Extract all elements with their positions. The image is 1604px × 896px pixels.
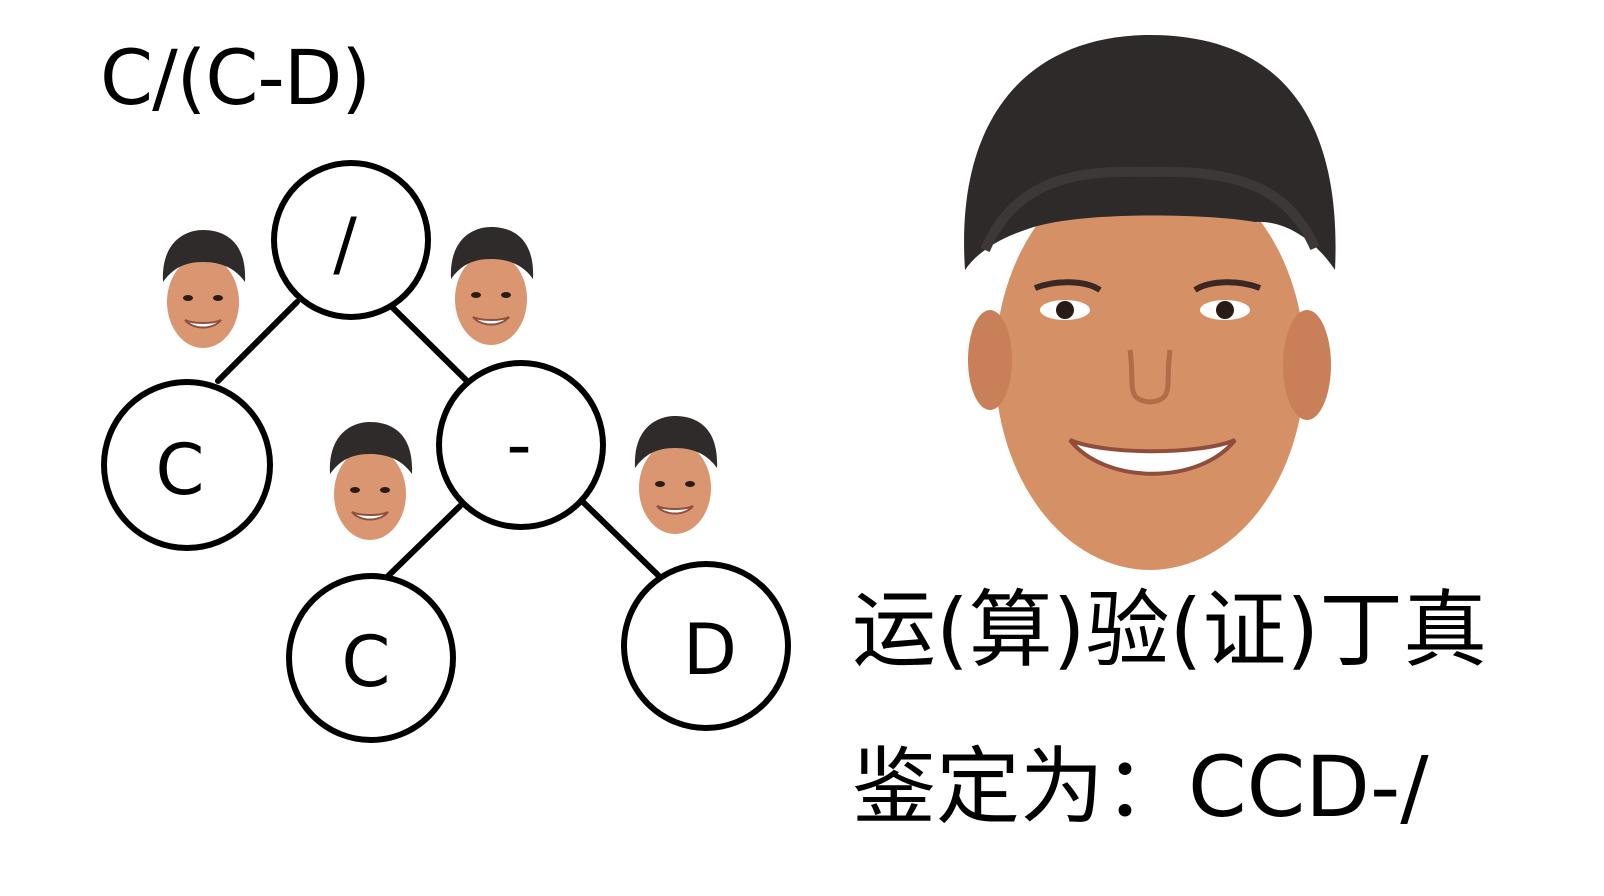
caption-line-2: 鉴定为：CCD-/ bbox=[852, 738, 1429, 836]
face-sticker-icon bbox=[329, 422, 413, 540]
node-d bbox=[621, 561, 791, 731]
node-left-c bbox=[101, 379, 273, 551]
caption-line-1: 运(算)验(证)丁真 bbox=[852, 581, 1488, 679]
large-face-icon bbox=[964, 34, 1336, 570]
node-minus-label: - bbox=[506, 404, 531, 486]
edge-minus-d bbox=[580, 499, 665, 582]
edge-root-left-c bbox=[215, 299, 300, 384]
node-minus bbox=[436, 360, 606, 530]
node-inner-c-label: C bbox=[342, 621, 391, 703]
node-root bbox=[271, 160, 431, 320]
face-sticker-icon bbox=[162, 230, 246, 348]
face-sticker-icon bbox=[634, 416, 718, 534]
node-left-c-label: C bbox=[156, 429, 205, 511]
node-root-label: / bbox=[333, 203, 357, 285]
face-sticker-icon bbox=[450, 227, 534, 345]
edge-root-minus bbox=[389, 304, 471, 385]
node-inner-c bbox=[286, 573, 456, 743]
edge-minus-inner-c bbox=[382, 503, 463, 582]
expression-title: C/(C-D) bbox=[100, 33, 371, 122]
node-d-label: D bbox=[683, 609, 737, 691]
